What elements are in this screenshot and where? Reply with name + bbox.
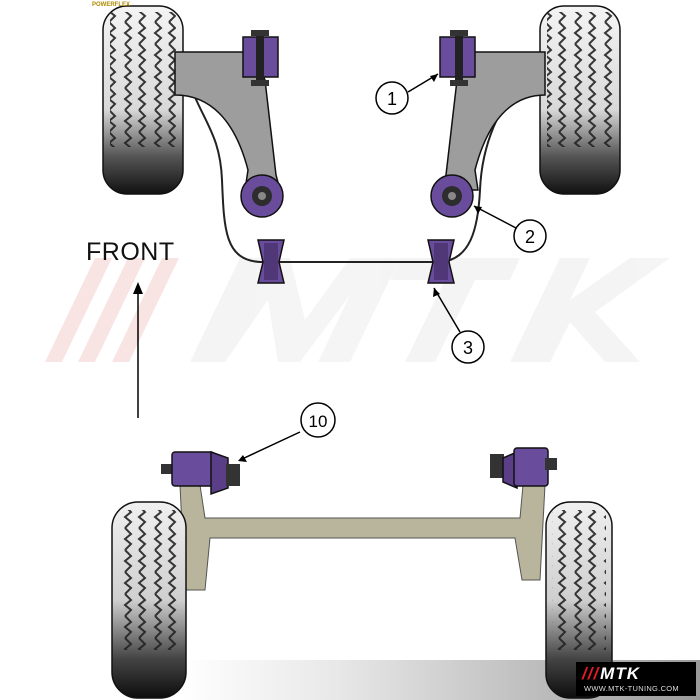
front-arrow (133, 282, 143, 418)
mtk-logo-mark: ///MTK (582, 664, 640, 684)
callout-2: 2 (473, 205, 547, 253)
callout-10: 10 (238, 402, 336, 462)
callout-1-label: 1 (387, 89, 397, 109)
brand-mark: POWERFLEX (92, 2, 131, 8)
mtk-watermark (45, 258, 670, 362)
mtk-logo-text: MTK (600, 664, 640, 683)
bush-1-left (242, 30, 279, 86)
mtk-logo: ///MTK WWW.MTK-TUNING.COM (576, 662, 696, 696)
callout-3-label: 3 (463, 338, 473, 358)
bush-3-left (257, 239, 285, 284)
front-left-tyre (102, 5, 184, 195)
bush-2-left (240, 174, 284, 218)
callout-1: 1 (375, 73, 439, 115)
front-label: FRONT (86, 238, 175, 266)
bush-1-right (439, 30, 476, 86)
rear-left-tyre (111, 501, 187, 699)
callout-10-label: 10 (309, 412, 328, 431)
callout-3: 3 (433, 287, 485, 364)
rear-beam (179, 484, 546, 591)
logo-stripes-icon: /// (582, 664, 600, 683)
front-right-tyre (539, 5, 621, 195)
rear-right-tyre (545, 501, 613, 699)
bush-3-right (427, 239, 455, 284)
anti-roll-bar (184, 69, 526, 263)
callout-2-label: 2 (525, 227, 535, 247)
bush-10-right (490, 447, 557, 490)
bush-10-left (161, 450, 240, 496)
mtk-site-url: WWW.MTK-TUNING.COM (584, 684, 679, 693)
bush-2-right (430, 174, 474, 218)
